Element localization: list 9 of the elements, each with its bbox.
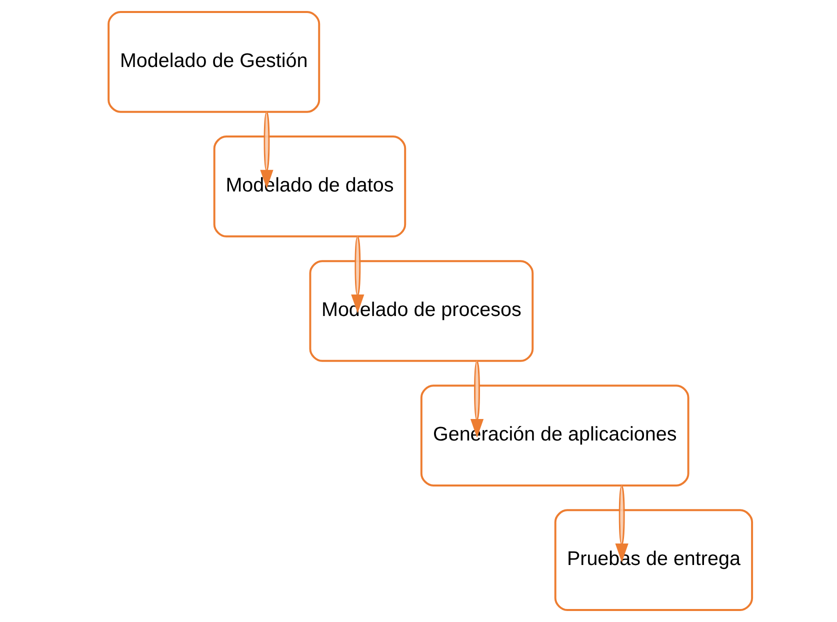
node-box: Modelado de procesos [308,260,534,362]
node-box: Pruebas de entrega [554,509,753,611]
arrow [470,361,484,438]
node-box: Modelado de Gestión [107,11,320,113]
arrow [350,236,364,314]
arrow [260,112,273,189]
node-box: Generación de aplicaciones [420,384,689,486]
arrow [614,486,628,562]
node-box: Modelado de datos [212,136,406,238]
